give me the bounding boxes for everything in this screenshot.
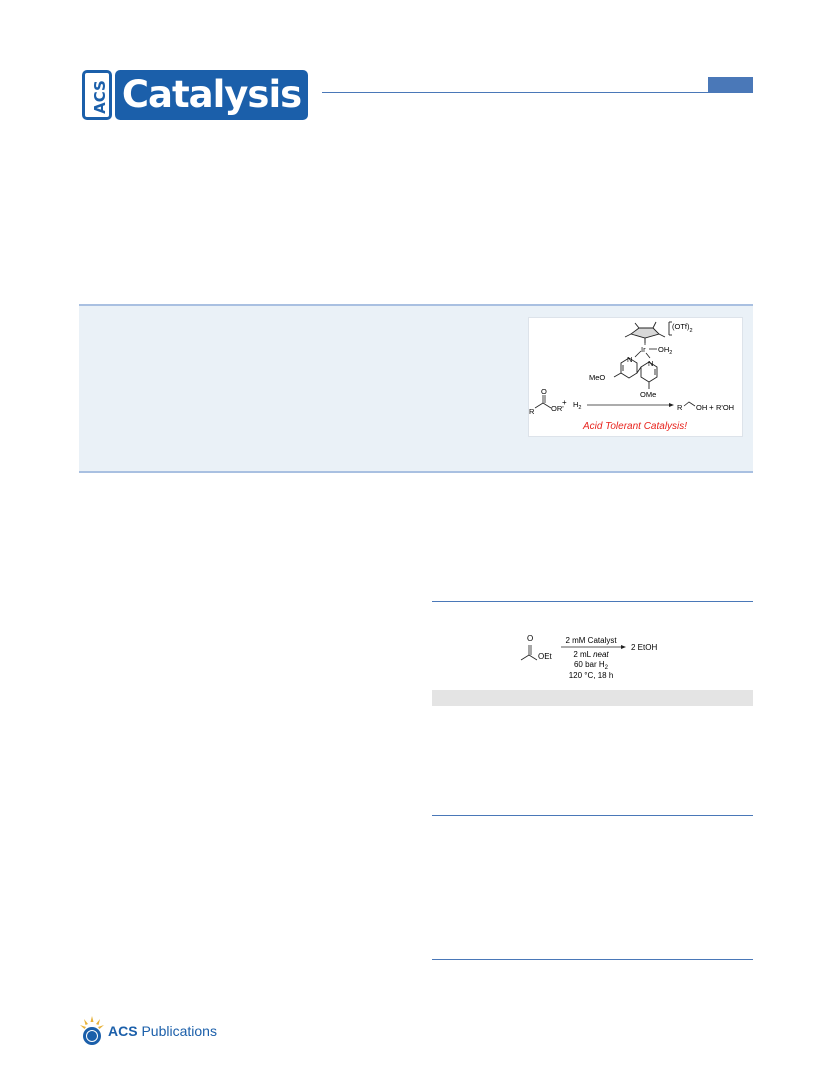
reaction-scheme: O OEt 2 mM Catalyst 2 mL neat 60 bar H2 … <box>505 625 705 685</box>
journal-name-box: Catalysis <box>115 70 308 120</box>
scheme-top-rule <box>432 601 753 602</box>
toc-tagline: Acid Tolerant Catalysis! <box>582 421 687 432</box>
toc-graphic: (OTf)2 Ir OH2 N N MeO OMe R O OR <box>528 317 743 437</box>
methoxy-left-label: MeO <box>589 373 605 382</box>
acs-logo-box: ACS <box>82 70 112 120</box>
ethyl-acetate-structure <box>520 645 538 661</box>
acs-publications-logo: ACS Publications <box>78 1014 228 1050</box>
counterion-label: (OTf)2 <box>672 322 693 334</box>
box-top-rule <box>432 815 753 816</box>
scheme-product-label: 2 EtOH <box>631 643 657 652</box>
nitrogen-1-label: N <box>627 355 632 364</box>
oet-label: OEt <box>538 652 553 661</box>
iridium-label: Ir <box>641 345 646 354</box>
temperature-time-condition: 120 °C, 18 h <box>569 671 614 680</box>
solvent-condition: 2 mL neat <box>573 650 609 659</box>
carbonyl-o-label: O <box>527 634 533 643</box>
aqua-ligand-label: OH2 <box>658 345 672 356</box>
hydrogen-label: H2 <box>573 400 581 411</box>
catalyst-loading-label: 2 mM Catalyst <box>565 636 617 645</box>
ester-structure <box>534 395 552 409</box>
acs-logo-text: ACS <box>91 80 109 114</box>
cp-star-ring <box>624 321 672 343</box>
methoxy-right-label: OMe <box>640 390 656 399</box>
bipyridine-ligand <box>613 357 658 389</box>
ester-or-label: OR' <box>551 404 564 413</box>
nitrogen-2-label: N <box>648 359 653 368</box>
table-header-bar <box>432 690 753 706</box>
box-bottom-rule <box>432 959 753 960</box>
product-oh-label: OH <box>696 403 707 412</box>
plus-sign: + <box>562 398 567 407</box>
header-tab <box>708 77 753 92</box>
product-roh-label: R'OH <box>716 403 734 412</box>
publisher-name: ACS Publications <box>108 1023 217 1039</box>
ester-r-label: R <box>529 407 535 416</box>
journal-logo: ACS Catalysis <box>82 70 308 120</box>
pressure-condition: 60 bar H2 <box>574 660 609 671</box>
journal-name: Catalysis <box>121 73 302 116</box>
header-rule <box>322 92 753 93</box>
acs-seal-icon <box>80 1016 104 1045</box>
ester-o-label: O <box>541 387 547 396</box>
product-plus-sign: + <box>709 403 714 412</box>
product-r-label: R <box>677 403 683 412</box>
